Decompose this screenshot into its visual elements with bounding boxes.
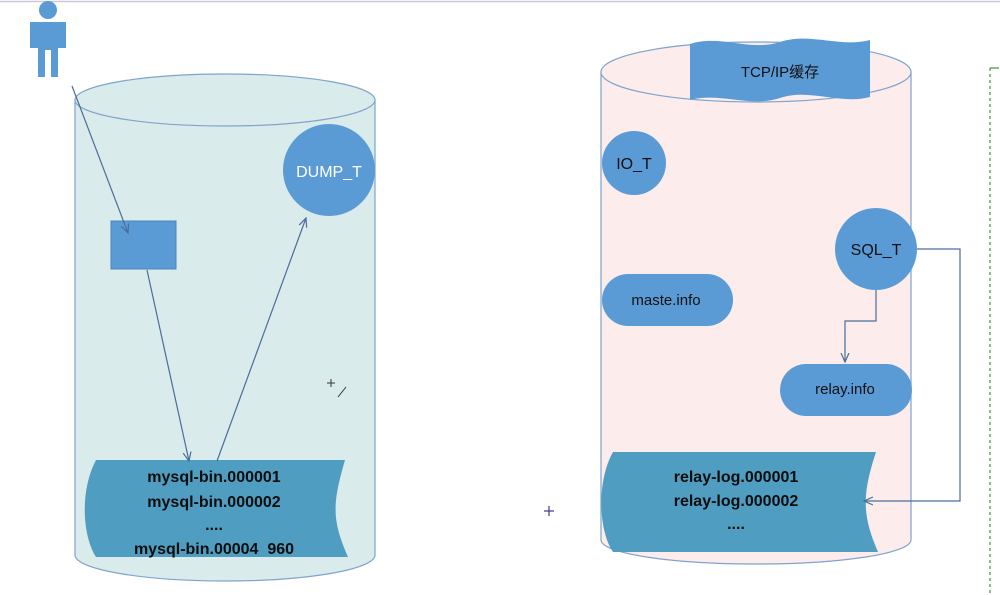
user-icon bbox=[30, 1, 66, 77]
relaylog-document: relay-log.000001 relay-log.000002 .... bbox=[601, 452, 878, 552]
sql-thread-node: SQL_T bbox=[835, 208, 917, 290]
relay-info-node: relay.info bbox=[780, 364, 912, 416]
tcp-cache-block: TCP/IP缓存 bbox=[690, 38, 870, 102]
binlog-line-4: mysql-bin.00004 960 bbox=[134, 541, 294, 558]
arrow-block-to-binlog bbox=[146, 269, 189, 461]
tcp-cache-label: TCP/IP缓存 bbox=[741, 64, 819, 81]
relaylog-line-2: relay-log.000002 bbox=[674, 493, 799, 510]
arrow-user-to-block bbox=[71, 85, 128, 233]
binlog-line-1: mysql-bin.000001 bbox=[147, 469, 281, 486]
dump-thread-node: DUMP_T bbox=[283, 124, 375, 216]
sql-thread-label: SQL_T bbox=[851, 242, 902, 259]
cursor-mark-1 bbox=[327, 379, 347, 398]
right-edge-bracket bbox=[989, 67, 999, 595]
dump-thread-label: DUMP_T bbox=[296, 164, 362, 181]
binlog-line-2: mysql-bin.000002 bbox=[147, 494, 281, 511]
binlog-document: mysql-bin.000001 mysql-bin.000002 .... m… bbox=[84, 460, 349, 558]
arrow-sql-to-relaylog bbox=[864, 248, 961, 501]
relaylog-line-3: .... bbox=[727, 516, 745, 533]
write-block bbox=[110, 220, 177, 270]
master-info-node: maste.info bbox=[602, 274, 733, 326]
relaylog-line-1: relay-log.000001 bbox=[674, 469, 799, 486]
relay-info-label: relay.info bbox=[815, 381, 875, 398]
master-info-label: maste.info bbox=[631, 292, 700, 309]
io-thread-label: IO_T bbox=[616, 156, 652, 173]
arrow-binlog-to-dump bbox=[216, 218, 306, 462]
io-thread-node: IO_T bbox=[602, 131, 666, 195]
arrow-sql-to-relayinfo bbox=[845, 290, 877, 362]
cursor-mark-2 bbox=[544, 506, 554, 516]
binlog-line-3: .... bbox=[205, 517, 223, 534]
